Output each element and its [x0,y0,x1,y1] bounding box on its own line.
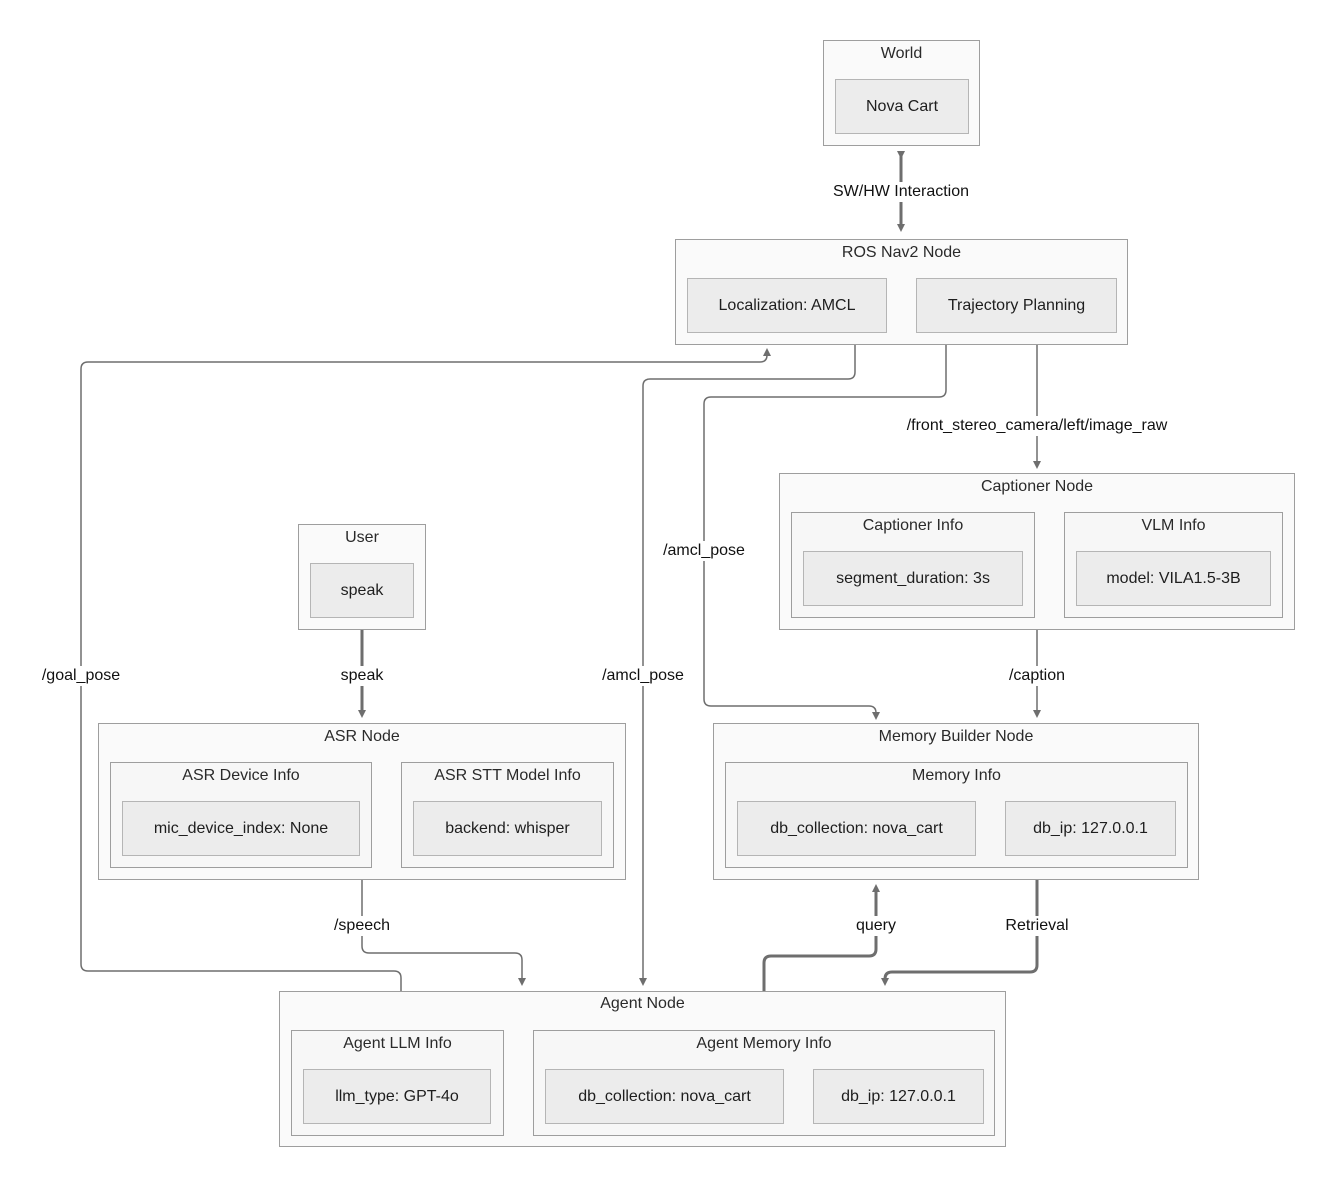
asr-device-info-title: ASR Device Info [182,767,300,784]
edge-label-goal-pose: /goal_pose [39,666,123,686]
llm-type-item: llm_type: GPT-4o [303,1069,491,1124]
edge-label-amcl-pose-memory: /amcl_pose [661,541,747,561]
memory-builder-node-title: Memory Builder Node [878,728,1034,745]
memory-db-ip-item: db_ip: 127.0.0.1 [1005,801,1176,856]
asr-node: ASR Node ASR Device Info mic_device_inde… [98,723,626,880]
captioner-info-group: Captioner Info segment_duration: 3s [791,512,1035,618]
asr-device-info-group: ASR Device Info mic_device_index: None [110,762,372,868]
captioner-info-title: Captioner Info [862,517,964,534]
segment-duration-item: segment_duration: 3s [803,551,1023,606]
agent-db-ip-item: db_ip: 127.0.0.1 [813,1069,984,1124]
trajectory-planning-item: Trajectory Planning [916,278,1117,333]
edge-label-amcl-pose-agent: /amcl_pose [600,666,686,686]
world-node-title: World [880,45,923,62]
memory-info-group: Memory Info db_collection: nova_cart db_… [725,762,1188,868]
edge-label-retrieval: Retrieval [1003,916,1071,936]
edge-label-speech: /speech [331,916,393,936]
memory-db-collection-item: db_collection: nova_cart [737,801,976,856]
memory-builder-node: Memory Builder Node Memory Info db_colle… [713,723,1199,880]
mic-device-index-item: mic_device_index: None [122,801,360,856]
edge-label-sw-hw: SW/HW Interaction [830,182,972,202]
user-node: User speak [298,524,426,630]
agent-memory-info-title: Agent Memory Info [696,1035,832,1052]
memory-info-title: Memory Info [912,767,1001,784]
agent-node-title: Agent Node [600,995,685,1012]
asr-node-title: ASR Node [324,728,400,745]
edge-speech [361,880,526,986]
agent-llm-info-title: Agent LLM Info [343,1035,452,1052]
ros-nav2-node: ROS Nav2 Node Localization: AMCL Traject… [675,239,1128,345]
edge-query [762,884,880,991]
vlm-model-item: model: VILA1.5-3B [1076,551,1271,606]
captioner-node: Captioner Node Captioner Info segment_du… [779,473,1295,630]
localization-amcl-item: Localization: AMCL [687,278,887,333]
captioner-node-title: Captioner Node [980,478,1094,495]
vlm-info-group: VLM Info model: VILA1.5-3B [1064,512,1283,618]
agent-node: Agent Node Agent LLM Info llm_type: GPT-… [279,991,1006,1147]
agent-db-collection-item: db_collection: nova_cart [545,1069,784,1124]
asr-stt-model-info-title: ASR STT Model Info [434,767,581,784]
user-node-title: User [345,529,379,546]
nova-cart-item: Nova Cart [835,79,969,134]
edge-label-caption: /caption [1006,666,1068,686]
asr-stt-model-info-group: ASR STT Model Info backend: whisper [401,762,614,868]
stt-backend-item: backend: whisper [413,801,602,856]
agent-memory-info-group: Agent Memory Info db_collection: nova_ca… [533,1030,995,1136]
edge-label-image-raw: /front_stereo_camera/left/image_raw [904,416,1170,436]
speak-item: speak [310,563,414,618]
edge-retrieval [881,880,1039,986]
edge-amcl-pose-agent [639,345,856,986]
edge-label-query: query [853,916,899,936]
edge-label-speak: speak [338,666,386,686]
vlm-info-title: VLM Info [1141,517,1206,534]
agent-llm-info-group: Agent LLM Info llm_type: GPT-4o [291,1030,504,1136]
ros-nav2-node-title: ROS Nav2 Node [841,244,962,261]
world-node: World Nova Cart [823,40,980,146]
